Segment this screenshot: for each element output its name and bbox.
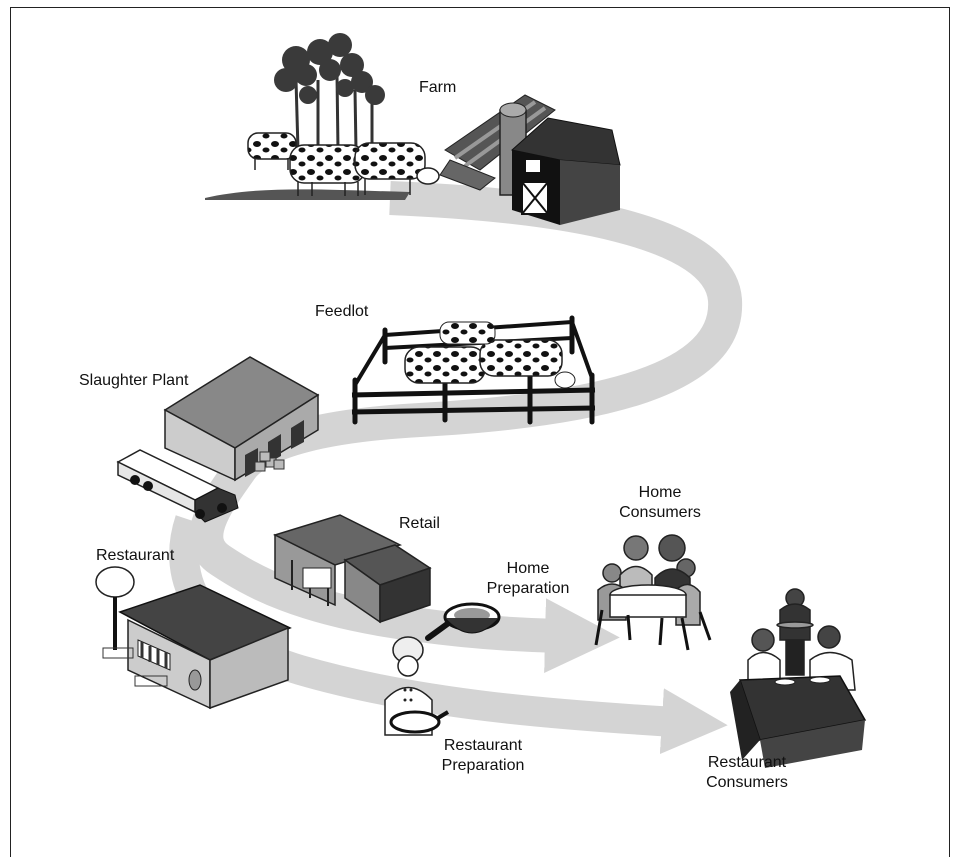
label-home-consumers-line1: Home	[638, 484, 682, 501]
flow-arrow-restaurant	[169, 515, 728, 755]
label-restaurant-consumers: Restaurant Consumers	[692, 753, 802, 793]
cow-icon	[247, 132, 440, 196]
label-home-preparation: Home Preparation	[473, 559, 583, 599]
barn-icon	[439, 94, 621, 225]
trees-icon	[205, 33, 410, 200]
label-restaurant-consumers-line2: Consumers	[706, 774, 788, 791]
label-home-preparation-line2: Preparation	[486, 580, 570, 597]
label-slaughter-plant: Slaughter Plant	[79, 372, 189, 389]
family-table-icon	[594, 534, 712, 651]
frying-pan-icon	[425, 602, 501, 641]
label-restaurant-preparation-line1: Restaurant	[443, 737, 523, 754]
restaurant-building-icon	[102, 584, 292, 710]
sign-icon	[95, 566, 135, 650]
label-restaurant-preparation: Restaurant Preparation	[428, 736, 538, 776]
label-restaurant-preparation-line2: Preparation	[441, 757, 525, 774]
label-home-consumers: Home Consumers	[610, 483, 710, 523]
diners-table-icon	[730, 588, 867, 768]
label-restaurant: Restaurant	[96, 547, 175, 564]
label-home-consumers-line2: Consumers	[619, 504, 701, 521]
chef-icon	[384, 636, 450, 736]
label-home-preparation-line1: Home	[506, 560, 550, 577]
label-feedlot: Feedlot	[315, 303, 369, 320]
truck-icon	[116, 449, 239, 523]
store-icon	[272, 514, 432, 624]
diagram-frame	[10, 7, 950, 857]
label-farm: Farm	[419, 79, 457, 96]
fence-icon	[351, 315, 596, 425]
label-restaurant-consumers-line1: Restaurant	[707, 754, 787, 771]
waiter-icon	[776, 588, 814, 676]
warehouse-icon	[163, 356, 320, 482]
cow-icon	[404, 321, 576, 389]
label-retail: Retail	[399, 515, 440, 532]
